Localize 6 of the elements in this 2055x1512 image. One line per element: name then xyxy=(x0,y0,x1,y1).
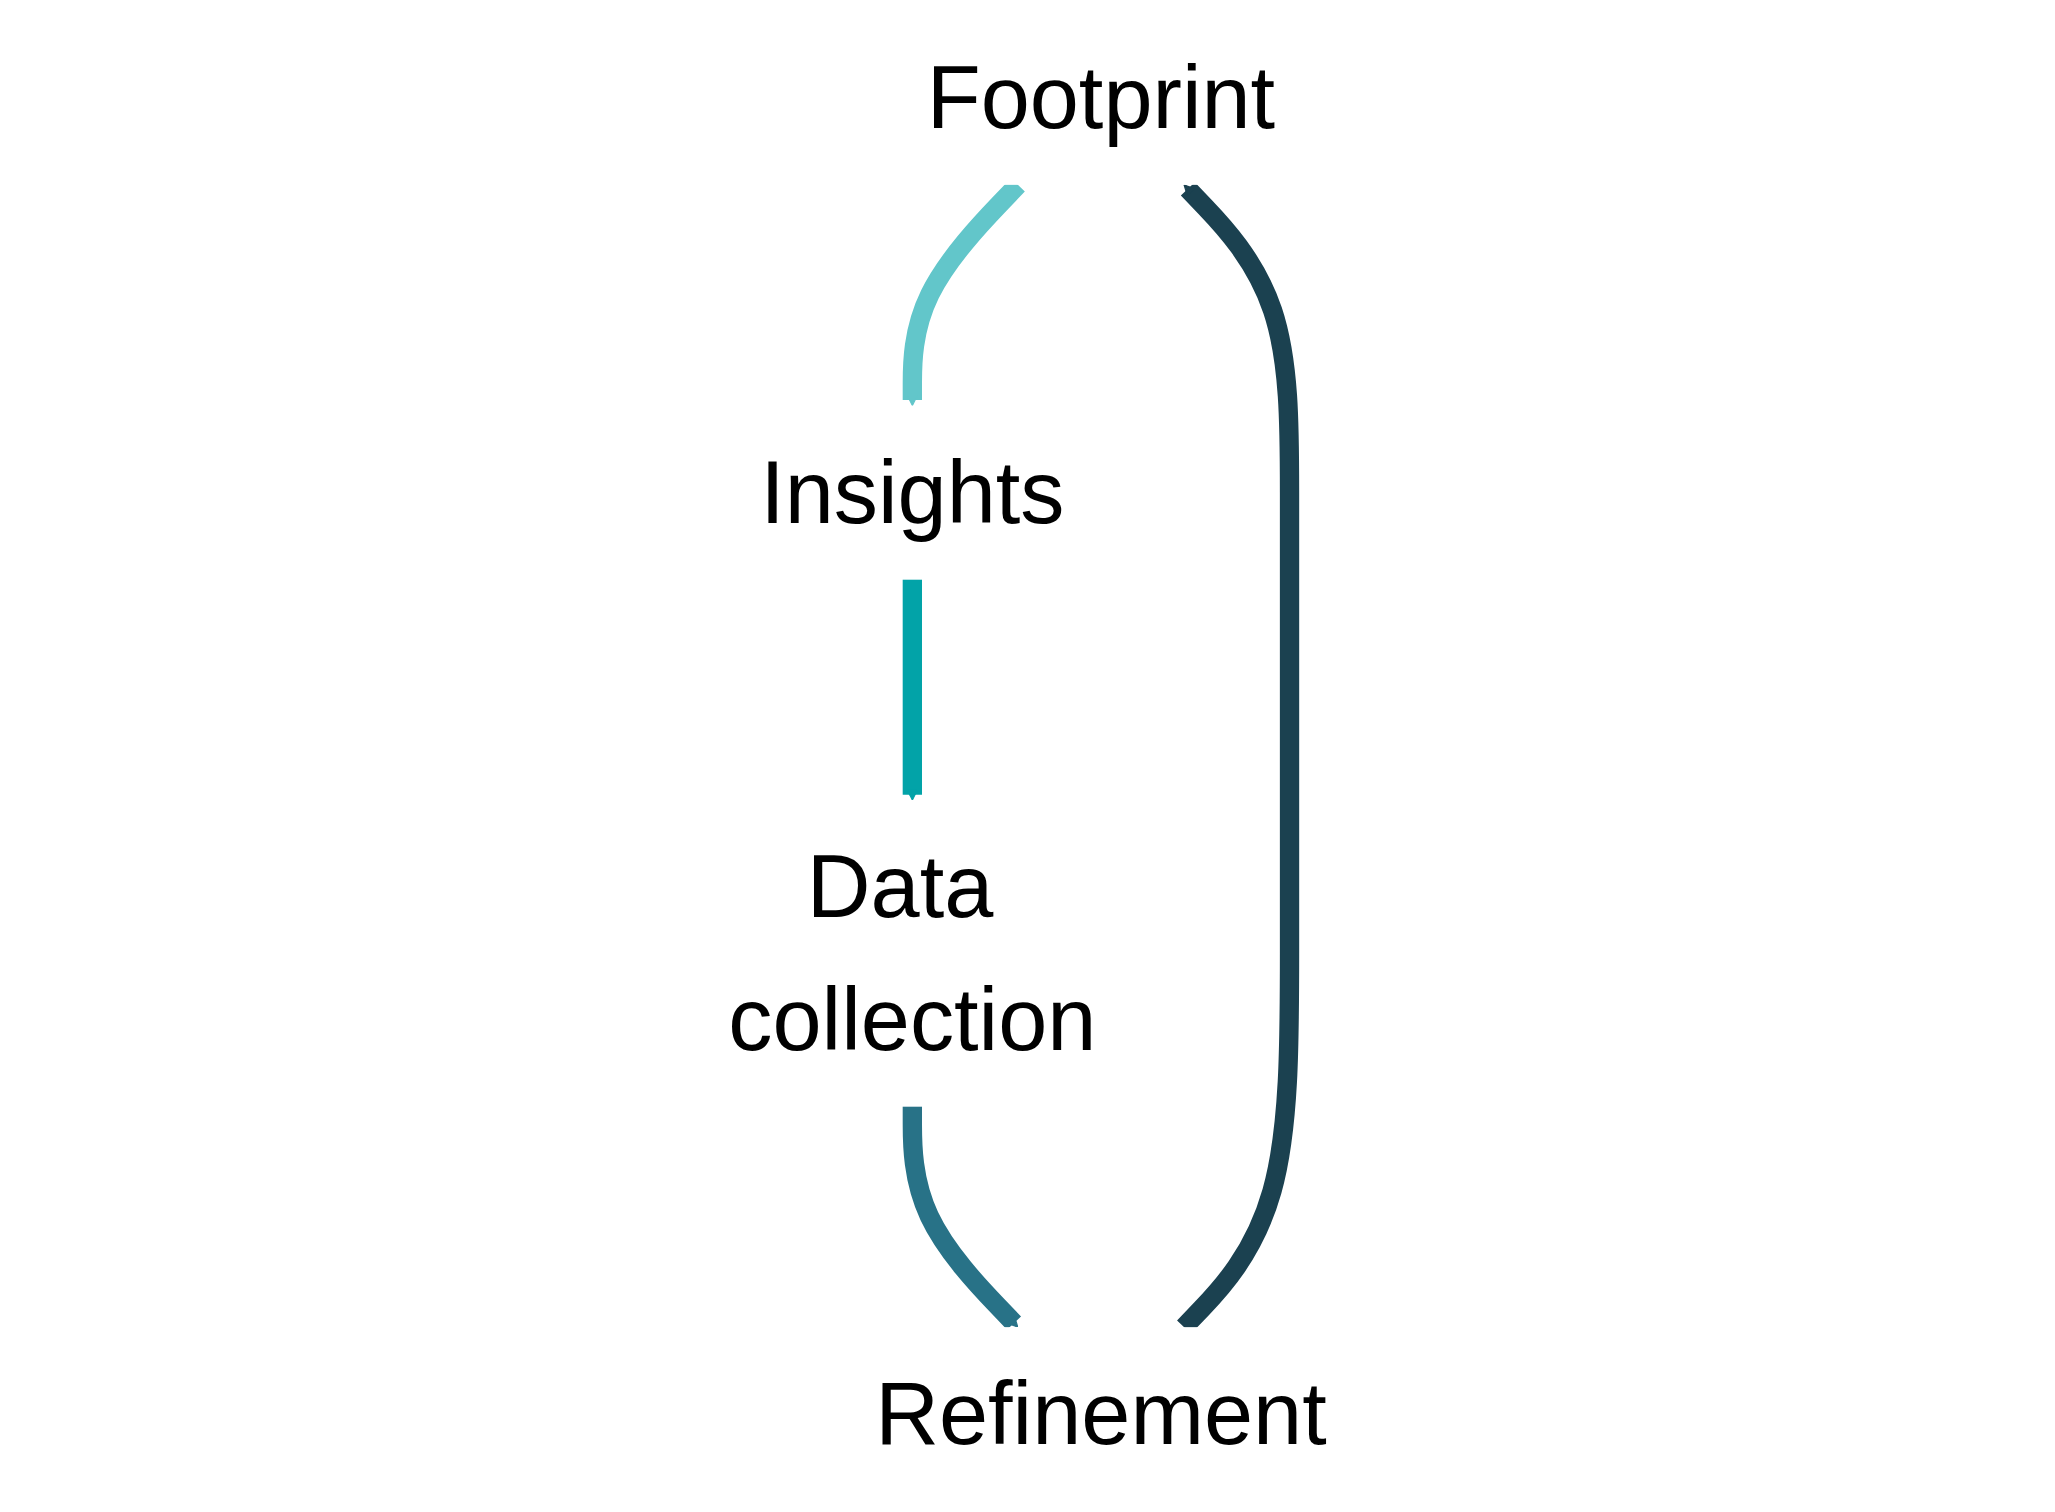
node-text: Refinement xyxy=(875,1364,1327,1464)
node-text: Insights xyxy=(760,442,1065,543)
arrow xyxy=(902,1106,1021,1330)
node-text: Footprint xyxy=(926,48,1276,148)
node-text: Data collection xyxy=(728,837,1097,1070)
arrow xyxy=(902,579,922,801)
